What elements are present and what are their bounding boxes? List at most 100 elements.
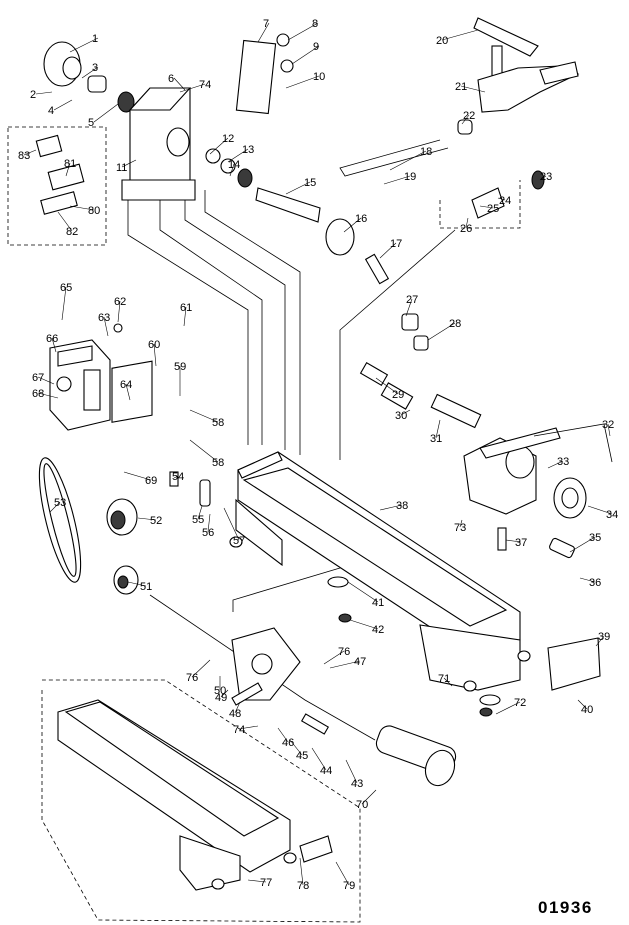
leader-line [465,217,469,229]
part-callout-1: 1 [92,33,98,45]
leader-line [93,103,119,123]
part-callout-65: 65 [60,282,72,294]
part-callout-49: 49 [215,692,227,704]
leader-line [379,242,397,259]
leader-line [53,99,73,111]
leader-line [349,619,379,630]
leader-line [197,505,203,520]
leader-line [127,581,147,587]
part-callout-66: 66 [46,333,58,345]
part-callout-3: 3 [92,62,98,74]
leader-line [577,699,588,710]
leader-line [607,423,611,437]
part-callout-52: 52 [150,515,162,527]
leader-line [569,536,596,553]
part-callout-61: 61 [180,302,192,314]
headstock-group [43,33,390,285]
part-callout-58: 58 [212,417,224,429]
part-callout-67: 67 [32,372,44,384]
part-callout-43: 43 [351,778,363,790]
leader-line [51,337,57,353]
leader-line [285,75,320,89]
leader-line [57,211,73,232]
leader-line [379,504,403,511]
leader-line [227,148,249,163]
part-callout-32: 32 [602,419,614,431]
leader-line [479,205,494,209]
leader-line [257,22,270,43]
part-callout-54: 54 [172,471,184,483]
leader-line [389,150,427,171]
part-callout-6: 6 [168,73,174,85]
leader-line [539,175,547,181]
part-callout-45: 45 [296,750,308,762]
part-callout-57: 57 [233,535,245,547]
part-callout-72: 72 [514,697,526,709]
leader-line [375,377,399,395]
part-callout-14: 14 [228,159,240,171]
leader-line [223,507,240,541]
leader-line [323,650,345,665]
leader-line [189,439,219,463]
part-callout-78: 78 [297,880,309,892]
part-callout-39: 39 [598,631,610,643]
leader-line [595,635,605,647]
leader-line [220,689,229,698]
part-callout-29: 29 [392,389,404,401]
leader-line [189,409,219,423]
part-callout-2: 2 [30,89,36,101]
part-callout-8: 8 [312,18,318,30]
leader-line [61,286,67,321]
leader-line [81,66,99,79]
leader-line [65,162,71,177]
part-callout-70: 70 [356,799,368,811]
leader-line [191,659,211,678]
part-callout-69: 69 [145,475,157,487]
part-callout-41: 41 [372,597,384,609]
belt-pulley-group [38,457,211,595]
tailstock-group [359,313,613,559]
leader-line [207,513,211,533]
leader-line [289,739,303,756]
drawing-number: 01936 [538,898,593,917]
part-callout-44: 44 [320,765,332,777]
part-callout-18: 18 [420,146,432,158]
part-callout-10: 10 [313,71,325,83]
part-callout-46: 46 [282,737,294,749]
leader-line [461,114,470,125]
leader-line [459,519,463,528]
motor-group [327,576,501,787]
lathe-bed [229,451,531,692]
leader-line [383,175,411,185]
part-callout-80: 80 [88,205,100,217]
part-callout-77: 77 [260,877,272,889]
part-callout-62: 62 [114,296,126,308]
part-callout-20: 20 [436,35,448,47]
tool-rest-dashed-guide [439,180,521,229]
leader-line [153,343,157,367]
leader-line [299,857,304,886]
leader-line [497,197,506,201]
leader-line [103,316,109,337]
part-callout-11: 11 [116,162,127,174]
leader-line [441,29,479,41]
part-callout-63: 63 [98,312,110,324]
leader-line [587,505,613,515]
leader-line [117,300,121,323]
part-callout-82: 82 [66,226,78,238]
leader-line [37,376,55,385]
assembly-guide-lines [127,180,456,741]
leader-line [405,298,413,317]
part-callout-56: 56 [202,527,214,539]
leader-line [285,181,311,195]
leader-line [495,701,521,715]
part-callout-17: 17 [390,238,402,250]
motor-mount-group [231,627,330,735]
part-callout-74: 74 [199,79,211,91]
part-callout-7: 7 [263,18,269,30]
leader-line [69,37,99,53]
part-callout-24: 24 [499,195,511,207]
part-callout-50: 50 [214,685,226,697]
part-callout-83: 83 [18,150,30,162]
motor-switch-detail-box [7,126,107,246]
